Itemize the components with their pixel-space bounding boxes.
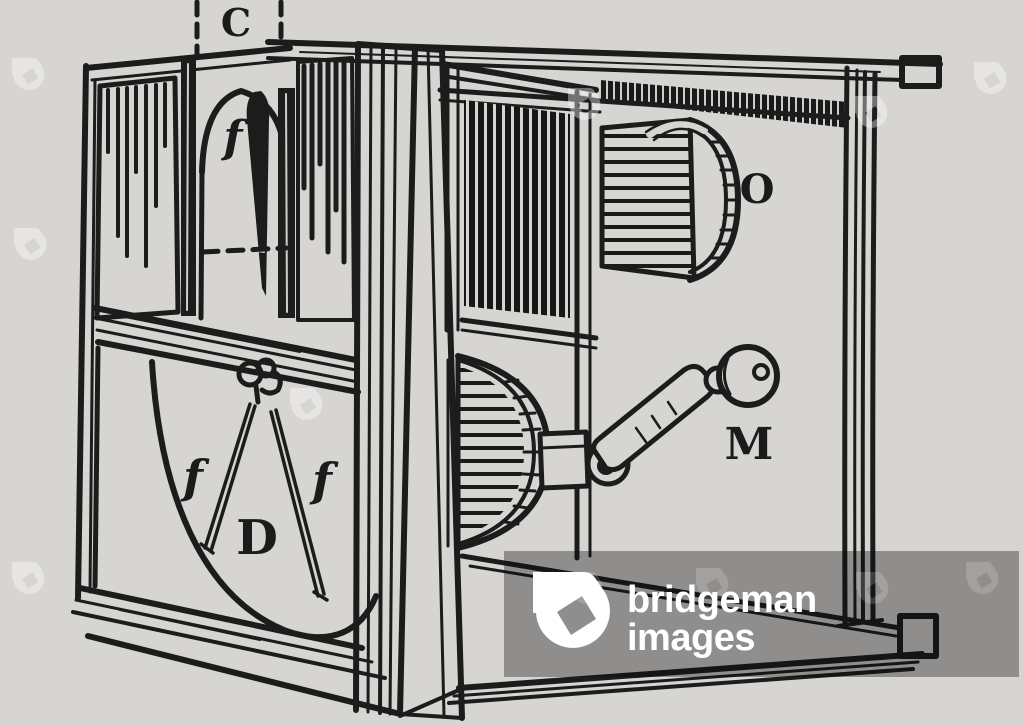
bridgeman-logo: bridgeman images [533, 572, 817, 659]
dial-arc [149, 359, 379, 641]
label-D: D [236, 510, 278, 566]
left-cabinet-upper [75, 45, 356, 601]
hanging-wires [106, 82, 167, 268]
brand-line2: images [627, 617, 755, 659]
brand-line1: bridgeman [627, 579, 817, 621]
engraving: C f O M f f D [71, 0, 943, 721]
shade-streaks [301, 58, 347, 265]
crank-handle [591, 344, 780, 473]
base-floor [398, 553, 939, 718]
wheel-rim-ribs [503, 378, 544, 526]
middle-rail [92, 305, 361, 395]
label-O: O [740, 166, 775, 213]
pointer-needles [199, 402, 329, 602]
dashed-guides [194, 0, 284, 57]
corner-post [353, 41, 465, 721]
dial-panel [71, 345, 403, 717]
crank-knob [716, 344, 780, 408]
pendulum-bob [246, 91, 270, 296]
base-end-cap [897, 613, 939, 659]
upper-drum [599, 117, 741, 283]
flange-ribs [709, 140, 740, 260]
label-C: C [221, 0, 251, 45]
label-M: M [725, 419, 774, 470]
arch [199, 88, 287, 175]
